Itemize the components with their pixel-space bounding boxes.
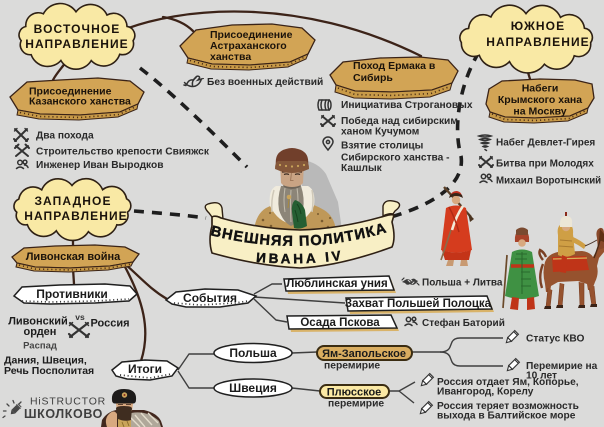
svg-text:Россия теряет возможность: Россия теряет возможность — [437, 401, 579, 412]
svg-text:Речь Посполитая: Речь Посполитая — [4, 365, 94, 377]
svg-text:Набеги: Набеги — [522, 83, 559, 95]
svg-text:Захват Польшей Полоцка: Захват Польшей Полоцка — [345, 298, 492, 310]
svg-text:ханства: ханства — [210, 51, 251, 63]
svg-text:Взятие столицы: Взятие столицы — [341, 141, 423, 152]
svg-text:Дания, Швеция,: Дания, Швеция, — [4, 354, 87, 366]
svg-text:НАПРАВЛЕНИЕ: НАПРАВЛЕНИЕ — [24, 209, 128, 223]
svg-text:орден: орден — [24, 326, 57, 338]
svg-text:Набег Девлет-Гирея: Набег Девлет-Гирея — [496, 137, 595, 149]
svg-text:Победа над сибирским: Победа над сибирским — [341, 115, 458, 127]
svg-text:перемирие: перемирие — [328, 399, 384, 410]
svg-text:ЮЖНОЕ: ЮЖНОЕ — [511, 19, 565, 33]
svg-text:Противники: Противники — [36, 287, 108, 301]
svg-text:Два похода: Два похода — [36, 130, 94, 141]
svg-text:на Москву: на Москву — [513, 106, 566, 118]
svg-text:Инженер Иван Выродков: Инженер Иван Выродков — [36, 160, 164, 171]
svg-text:Стефан Баторий: Стефан Баторий — [422, 317, 505, 329]
svg-text:Швеция: Швеция — [229, 381, 277, 395]
svg-text:10 лет: 10 лет — [526, 370, 557, 381]
svg-text:Люблинская уния: Люблинская уния — [286, 278, 387, 290]
svg-text:перемирие: перемирие — [324, 361, 380, 372]
svg-text:НАПРАВЛЕНИЕ: НАПРАВЛЕНИЕ — [486, 35, 590, 49]
svg-text:ЗАПАДНОЕ: ЗАПАДНОЕ — [34, 194, 111, 208]
svg-text:Россия: Россия — [90, 317, 129, 329]
svg-text:Без военных действий: Без военных действий — [207, 77, 323, 88]
svg-text:Ливонский: Ливонский — [8, 315, 68, 327]
svg-text:ВОСТОЧНОЕ: ВОСТОЧНОЕ — [34, 22, 121, 36]
svg-text:Михаил Воротынский: Михаил Воротынский — [496, 176, 601, 187]
svg-text:Поход Ермака в: Поход Ермака в — [353, 60, 436, 72]
svg-text:Ливонская война: Ливонская война — [26, 251, 121, 263]
svg-text:Распад: Распад — [23, 341, 57, 352]
svg-text:Присоединение: Присоединение — [210, 29, 293, 41]
svg-text:Кашлык: Кашлык — [341, 163, 383, 174]
svg-text:Ивангород, Корелу: Ивангород, Корелу — [437, 387, 534, 398]
svg-text:Казанского ханства: Казанского ханства — [29, 96, 131, 108]
svg-text:Россия отдает Ям, Копорье,: Россия отдает Ям, Копорье, — [437, 377, 579, 388]
svg-text:Астраханского: Астраханского — [210, 40, 287, 52]
svg-text:Польша + Литва: Польша + Литва — [422, 278, 503, 289]
svg-text:Статус КВО: Статус КВО — [526, 333, 584, 344]
svg-text:События: События — [183, 291, 237, 305]
svg-text:НАПРАВЛЕНИЕ: НАПРАВЛЕНИЕ — [25, 37, 129, 51]
svg-text:Перемирие на: Перемирие на — [526, 361, 598, 372]
svg-text:выхода в Балтийское море: выхода в Балтийское море — [437, 411, 576, 422]
svg-text:Сибирь: Сибирь — [353, 72, 393, 84]
svg-text:Осада Пскова: Осада Пскова — [300, 317, 380, 329]
svg-text:Инициатива Строгановых: Инициатива Строгановых — [341, 100, 473, 111]
svg-text:Битва при Молодях: Битва при Молодях — [496, 158, 594, 169]
svg-text:Сибирского ханства -: Сибирского ханства - — [341, 151, 450, 163]
svg-text:Ям-Запольское: Ям-Запольское — [322, 348, 406, 360]
svg-text:vs: vs — [75, 312, 85, 322]
svg-text:ИВАНА IV: ИВАНА IV — [256, 248, 345, 267]
svg-text:ханом Кучумом: ханом Кучумом — [341, 126, 419, 137]
svg-text:Плюсское: Плюсское — [327, 387, 382, 399]
svg-text:Строительство крепости Свияжск: Строительство крепости Свияжск — [36, 146, 210, 157]
svg-text:ШКОЛКОВО: ШКОЛКОВО — [24, 407, 103, 421]
svg-text:HiSTRUCTOR: HiSTRUCTOR — [30, 396, 106, 408]
svg-text:Итоги: Итоги — [128, 362, 162, 376]
svg-text:Польша: Польша — [229, 346, 277, 360]
svg-text:Крымского хана: Крымского хана — [498, 94, 582, 106]
svg-text:Присоединение: Присоединение — [29, 86, 112, 98]
